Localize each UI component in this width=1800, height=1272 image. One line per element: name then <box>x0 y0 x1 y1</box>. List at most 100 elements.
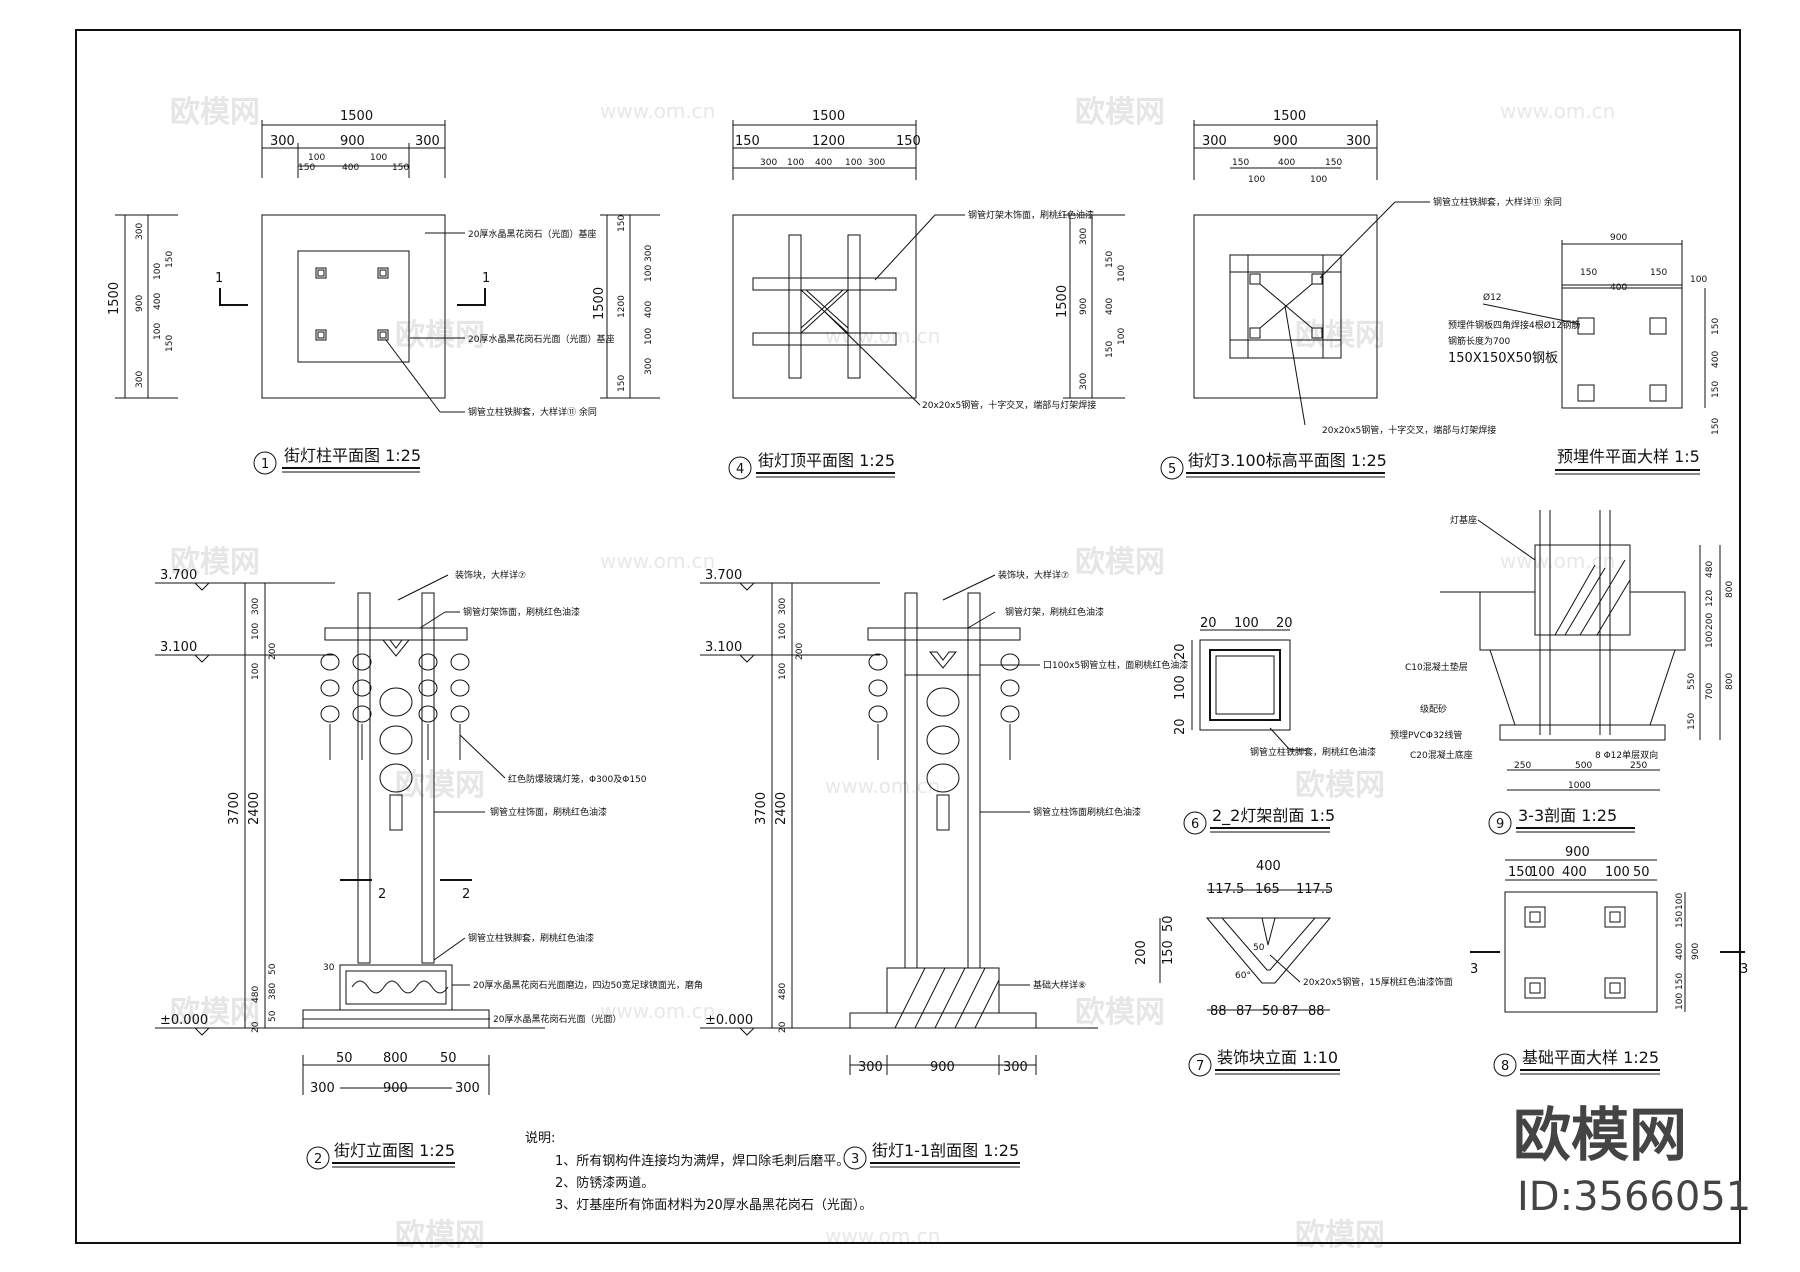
annotation: 20厚水晶黑花岗石光面（光面）基座 <box>468 333 614 345</box>
dim-text: 300 <box>455 1081 480 1096</box>
dim-text: 50 <box>440 1051 457 1066</box>
dim-text: 400 <box>1278 158 1295 168</box>
section-9-foundation: 480 120 200 100 800 550 700 800 150 250 … <box>1390 510 1735 835</box>
section-mark: 2 <box>462 887 470 902</box>
drawing-title: 基础平面大样 1:25 <box>1522 1048 1659 1067</box>
annotation: 20厚水晶黑花岗石光面（光面） <box>493 1013 621 1025</box>
drawing-title: 装饰块立面 1:10 <box>1217 1048 1338 1067</box>
dim-text: 900 <box>1565 845 1590 860</box>
label: 预埋PVCΦ32线管 <box>1390 729 1462 741</box>
annotation: 钢管灯架饰面，刷桃红色油漆 <box>463 606 580 618</box>
general-notes: 说明: 1、所有钢构件连接均为满焊，焊口除毛刺后磨平。 2、防锈漆两道。 3、灯… <box>525 1131 872 1213</box>
dim-text: 500 <box>1575 761 1592 771</box>
annotation: 钢筋长度为700 <box>1448 335 1510 347</box>
watermark-url: www.om.cn <box>600 99 715 123</box>
dim-text: 900 <box>1691 943 1701 960</box>
dim-text: 480 <box>1705 561 1715 578</box>
note-item: 2、防锈漆两道。 <box>555 1175 654 1191</box>
note-item: 1、所有钢构件连接均为满焊，焊口除毛刺后磨平。 <box>555 1153 849 1169</box>
dim-text: 250 <box>1630 761 1647 771</box>
dim-text: 88 <box>1210 1004 1227 1019</box>
dim-text: 800 <box>1725 581 1735 598</box>
dim-text: 60° <box>1235 971 1251 981</box>
dim-text: 1500 <box>107 282 122 315</box>
dim-text: 480 <box>251 986 261 1003</box>
drawing-title: 街灯3.100标高平面图 1:25 <box>1188 451 1387 470</box>
dim-text: 150 <box>1675 911 1685 928</box>
drawing-number: 6 <box>1191 817 1199 832</box>
dim-text: 150 <box>1711 318 1721 335</box>
dim-text: 150 <box>1687 713 1697 730</box>
drawing-number: 4 <box>736 462 744 477</box>
embedded-plate-detail: 900 150 400 150 100 150 400 150 150 Ø12 … <box>1448 233 1721 475</box>
dim-text: 300 <box>1003 1060 1028 1075</box>
drawing-title: 街灯立面图 1:25 <box>334 1141 455 1160</box>
dim-text: 2400 <box>774 792 789 825</box>
section-mark: 1 <box>482 271 490 286</box>
dim-text: 100 <box>1117 265 1127 282</box>
dim-text: 150 <box>617 215 627 232</box>
dim-text: 100 <box>1173 675 1188 700</box>
dim-text: 100 <box>644 328 654 345</box>
annotation: 装饰块，大样详⑦ <box>998 569 1069 581</box>
dim-text: 100 <box>1675 993 1685 1010</box>
annotation: 口100x5钢管立柱，面刷桃红色油漆 <box>1043 659 1188 671</box>
dim-text: 30 <box>323 963 335 973</box>
drawing-title: 3-3剖面 1:25 <box>1518 806 1617 825</box>
watermark-url: www.om.cn <box>825 1224 940 1248</box>
dim-text: 2400 <box>247 792 262 825</box>
dim-text: 50 <box>1633 865 1650 880</box>
dim-text: 300 <box>1202 134 1227 149</box>
plan-4-lamp-top: 1500 150 1200 150 300 100 400 100 300 15… <box>592 109 1096 480</box>
dim-text: 1500 <box>812 109 845 124</box>
dim-text: 150 <box>1580 268 1597 278</box>
annotation: 20厚水晶黑花岗石（光面）基座 <box>468 228 596 240</box>
level-mark: 3.100 <box>160 640 197 655</box>
drawing-title: 街灯柱平面图 1:25 <box>284 446 421 465</box>
dim-text: 300 <box>1346 134 1371 149</box>
drawing-number: 7 <box>1196 1059 1204 1074</box>
notes-heading: 说明: <box>525 1131 555 1146</box>
watermark-brand: 欧模网 <box>170 95 260 130</box>
dim-text: 50 <box>1262 1004 1279 1019</box>
note-item: 3、灯基座所有饰面材料为20厚水晶黑花岗石（光面）。 <box>555 1197 872 1213</box>
dim-text: 1500 <box>1055 285 1070 318</box>
dim-text: 380 <box>268 983 278 1000</box>
dim-text: 100 <box>787 158 804 168</box>
dim-text: 900 <box>135 295 145 312</box>
dim-text: 20 <box>1276 616 1293 631</box>
dim-text: 100 <box>308 153 325 163</box>
dim-text: 50 <box>268 1010 278 1022</box>
dim-text: 400 <box>644 301 654 318</box>
watermark-brand: 欧模网 <box>1075 95 1165 130</box>
dim-text: 50 <box>1161 915 1176 932</box>
dim-text: 50 <box>336 1051 353 1066</box>
dim-text: 88 <box>1308 1004 1325 1019</box>
dim-text: 700 <box>1705 683 1715 700</box>
drawing-number: 9 <box>1496 817 1504 832</box>
dim-text: 300 <box>644 358 654 375</box>
dim-text: 100 <box>644 265 654 282</box>
dim-text: 100 <box>1234 616 1259 631</box>
dim-text: 100 <box>153 263 163 280</box>
section-mark: 3 <box>1740 962 1748 977</box>
watermark-url: www.om.cn <box>1500 99 1615 123</box>
section-3-lamp: 3.700 3.100 ±0.000 300 100 200 100 3700 … <box>700 568 1188 1170</box>
dim-text: 200 <box>1134 940 1149 965</box>
dim-text: 300 <box>778 598 788 615</box>
annotation: 装饰块，大样详⑦ <box>455 569 526 581</box>
dim-text: 300 <box>135 371 145 388</box>
dim-text: 100 <box>1605 865 1630 880</box>
dim-text: 100 <box>370 153 387 163</box>
foundation-plan-8: 900 150 100 400 100 50 100 150 400 900 1… <box>1470 845 1748 1077</box>
annotation: 150X150X50钢板 <box>1448 351 1558 366</box>
annotation: 钢管灯架，刷桃红色油漆 <box>1005 606 1104 618</box>
dim-text: 1500 <box>1273 109 1306 124</box>
dim-text: 150 <box>896 134 921 149</box>
drawing-title: 2_2灯架剖面 1:5 <box>1212 806 1335 826</box>
level-mark: 3.700 <box>160 568 197 583</box>
watermark-brand: 欧模网 <box>1295 318 1385 353</box>
dim-text: 800 <box>383 1051 408 1066</box>
dim-text: 100 <box>1310 175 1327 185</box>
dim-text: 20 <box>778 1021 788 1033</box>
